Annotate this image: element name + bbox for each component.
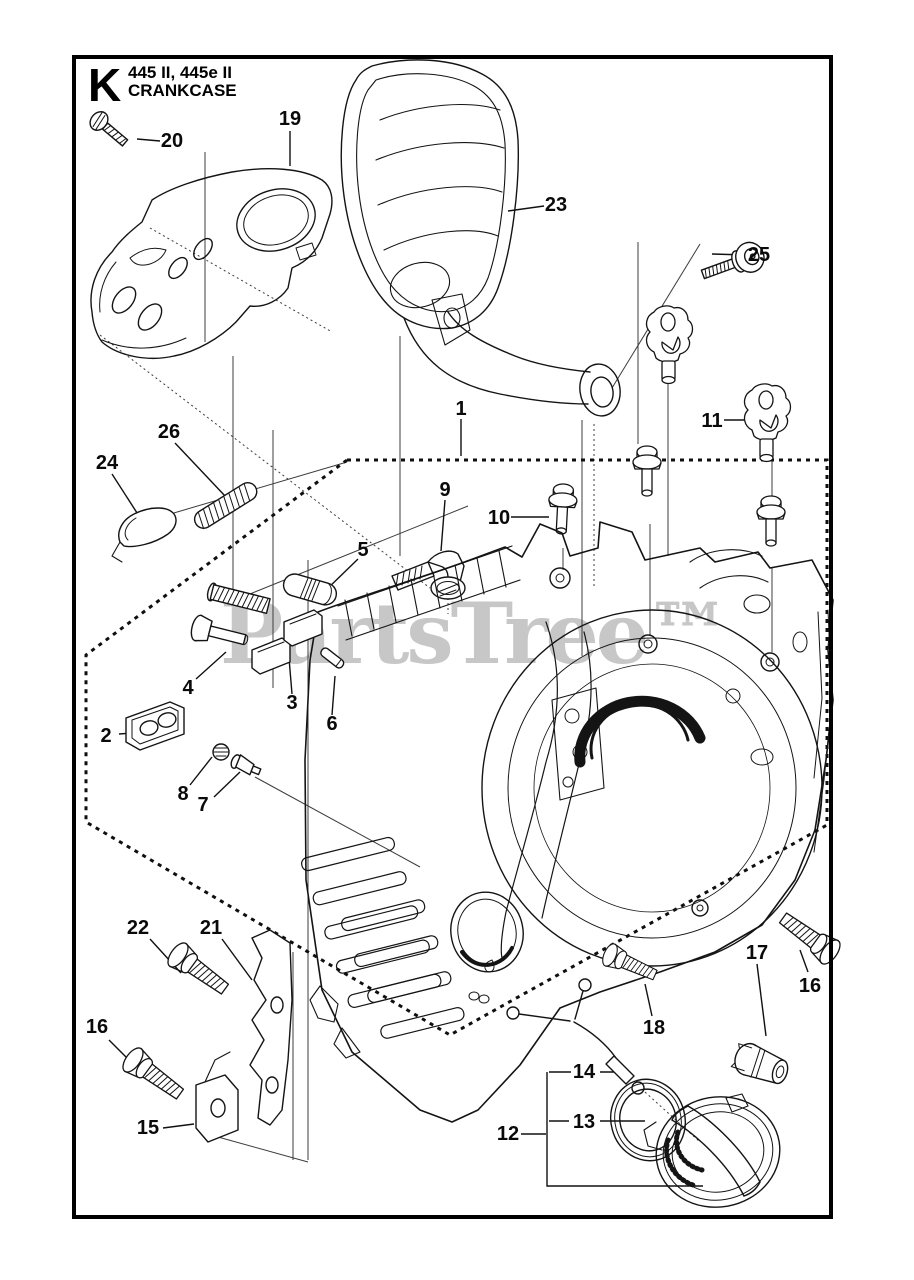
page-title: CRANKCASE [128, 80, 237, 100]
part-callout-7[interactable]: 7 [197, 794, 209, 816]
part-callout-16[interactable]: 16 [85, 1016, 109, 1038]
part-24-chain-catcher [111, 507, 177, 563]
part-20-screw [89, 111, 129, 147]
assembly-boundary [84, 458, 829, 1037]
part-26-spring [193, 481, 258, 530]
part-callout-25[interactable]: 25 [747, 244, 771, 266]
oil-drop-icon [484, 959, 495, 973]
part-callout-4[interactable]: 4 [182, 677, 194, 699]
model-name: 445 II, 445e II [128, 63, 232, 82]
part-3-nut-plate-b [283, 609, 323, 647]
chain-symbol-icon [468, 991, 490, 1004]
section-letter: K [88, 59, 122, 111]
part-callout-12[interactable]: 12 [496, 1123, 520, 1145]
part-callout-2[interactable]: 2 [100, 725, 112, 747]
part-callout-14[interactable]: 14 [572, 1061, 596, 1083]
part-12-oil-cap [643, 1093, 781, 1208]
part-callout-20[interactable]: 20 [160, 130, 184, 152]
part-callout-26[interactable]: 26 [157, 421, 181, 443]
part-callout-22[interactable]: 22 [126, 917, 150, 939]
part-15-clip [195, 1051, 239, 1143]
part-callout-13[interactable]: 13 [572, 1111, 596, 1133]
part-8-ball [212, 743, 230, 761]
part-callout-10[interactable]: 10 [487, 507, 511, 529]
part-callout-23[interactable]: 23 [544, 194, 568, 216]
part-callout-18[interactable]: 18 [642, 1017, 666, 1039]
part-callout-16[interactable]: 16 [798, 975, 822, 997]
part-4-bolt [190, 614, 249, 646]
part-19-plate [90, 168, 333, 359]
part-21-bumper-spike [249, 929, 293, 1126]
part-callout-9[interactable]: 9 [439, 479, 451, 501]
part-callout-24[interactable]: 24 [95, 452, 119, 474]
part-callout-15[interactable]: 15 [136, 1117, 160, 1139]
part-4-stud [206, 582, 271, 615]
part-6-pin [320, 647, 345, 669]
part-callout-19[interactable]: 19 [278, 108, 302, 130]
part-callout-5[interactable]: 5 [357, 539, 369, 561]
part-callout-3[interactable]: 3 [286, 692, 298, 714]
part-callout-17[interactable]: 17 [745, 942, 769, 964]
part-5-pin [282, 573, 338, 606]
part-callout-1[interactable]: 1 [455, 398, 467, 420]
part-3-nut-plate-a [251, 637, 291, 675]
part-callout-6[interactable]: 6 [326, 713, 338, 735]
part-25-screw [700, 241, 765, 280]
part-2-bracket [125, 701, 185, 751]
part-17-plug [730, 1042, 789, 1085]
part-callout-8[interactable]: 8 [177, 783, 189, 805]
part-callout-21[interactable]: 21 [199, 917, 223, 939]
part-23-hand-guard [340, 59, 621, 417]
part-7-nipple [230, 754, 262, 776]
part-1-crankcase-body [301, 521, 834, 1123]
part-callout-11[interactable]: 11 [701, 410, 723, 432]
